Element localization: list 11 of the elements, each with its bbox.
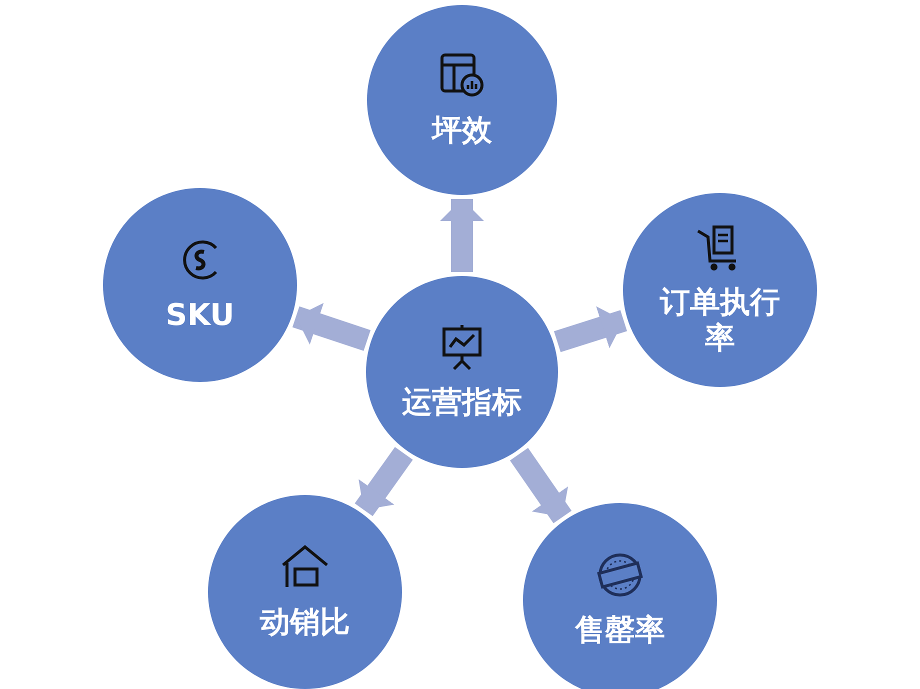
block-arrow bbox=[354, 447, 413, 516]
block-arrow bbox=[554, 306, 628, 352]
metric-label: 动销比 bbox=[260, 605, 350, 641]
metric-label: 坪效 bbox=[432, 113, 492, 149]
metric-label: 运营指标 bbox=[402, 385, 522, 421]
metric-label: SKU bbox=[166, 298, 234, 334]
metric-label: 售罄率 bbox=[575, 613, 665, 649]
block-arrow bbox=[440, 199, 484, 272]
block-arrow bbox=[292, 302, 371, 351]
block-arrow bbox=[510, 448, 572, 524]
metric-label: 订单执行率 bbox=[658, 285, 781, 357]
